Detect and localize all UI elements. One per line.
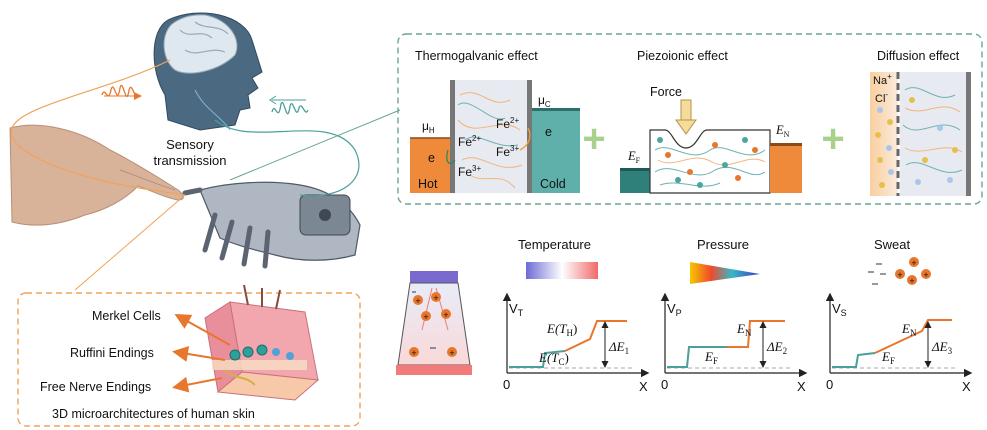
lower-potential-curve	[509, 350, 566, 368]
plus-sign-1: +	[582, 117, 605, 161]
plus-sign-2: +	[821, 117, 844, 161]
delta-energy-label: ΔE1	[608, 339, 629, 356]
human-hand	[9, 124, 184, 226]
skin-caption: 3D microarchitectures of human skin	[52, 407, 255, 421]
piezoionic-title: Piezoionic effect	[637, 49, 728, 63]
temperature-gradient-bar	[526, 262, 598, 279]
fe3-right-label: Fe3+	[496, 144, 519, 159]
mu-h-label: μH	[422, 119, 435, 135]
skin-arrows	[172, 314, 231, 393]
cl-label: Cl-	[875, 90, 888, 105]
redox-arrow-left	[446, 149, 456, 164]
upper-level-label: EN	[901, 321, 917, 338]
sensory-wave-teal	[269, 95, 309, 115]
svg-text:+: +	[443, 310, 448, 320]
fe2-left-label: Fe2+	[458, 134, 481, 149]
mu-c-label: μC	[538, 93, 551, 109]
origin-label: 0	[826, 377, 833, 392]
head-illustration	[153, 12, 263, 131]
en-label-piezo: EN	[775, 123, 790, 139]
thermogalvanic-title: Thermogalvanic effect	[415, 49, 538, 63]
sensory-wave-orange	[101, 84, 142, 100]
signal-path-teal	[214, 119, 360, 197]
svg-text:+: +	[411, 348, 416, 358]
svg-text:+: +	[897, 270, 902, 280]
redox-arrow-right	[519, 127, 531, 151]
x-axis-label: X	[962, 379, 971, 394]
x-axis-label: X	[639, 379, 648, 394]
upper-level-label: E(TH)	[546, 321, 577, 338]
sweat-label: Sweat	[874, 237, 911, 252]
connector-to-skin	[74, 194, 186, 291]
connector-to-mechanisms	[229, 109, 401, 181]
lower-level-label: E(TC)	[538, 350, 569, 367]
graph-1: VT 0 X ΔE1 E(TH) E(TC)	[502, 292, 650, 394]
hot-label: Hot	[418, 177, 438, 191]
svg-text:+: +	[423, 312, 428, 322]
origin-label: 0	[661, 377, 668, 392]
mechanisms-panel	[397, 33, 983, 205]
graph-3: VS 0 X ΔE3 EN EF	[825, 292, 973, 394]
piezoionic-cell	[620, 99, 802, 194]
y-axis-label: VS	[832, 301, 847, 318]
na-label: Na+	[873, 72, 892, 87]
svg-text:+: +	[909, 276, 914, 286]
fe2-right-label: Fe2+	[496, 116, 519, 131]
lower-level-label: EF	[881, 349, 895, 366]
signal-path-orange	[10, 59, 186, 196]
y-axis-label: VP	[667, 301, 682, 318]
x-axis-label: X	[797, 379, 806, 394]
pressure-gradient-wedge	[690, 262, 760, 284]
svg-text:+: +	[923, 270, 928, 280]
pressure-label: Pressure	[697, 237, 749, 252]
delta-energy-label: ΔE3	[931, 339, 953, 356]
cold-label: Cold	[540, 177, 566, 191]
skin-panel	[17, 292, 361, 427]
sensory-label-line2: transmission	[154, 153, 227, 168]
origin-label: 0	[503, 377, 510, 392]
diffusion-title: Diffusion effect	[877, 49, 960, 63]
lower-potential-curve	[667, 346, 727, 368]
force-label: Force	[650, 85, 682, 99]
electron-left: e	[428, 151, 435, 165]
delta-energy-label: ΔE2	[766, 339, 787, 356]
ruffini-endings-label: Ruffini Endings	[70, 346, 154, 360]
svg-text:+: +	[911, 258, 916, 268]
sweat-ions-icon: + + + +	[868, 257, 931, 286]
diffusion-cell	[870, 72, 971, 196]
lower-potential-curve	[832, 352, 876, 368]
temperature-label: Temperature	[518, 237, 591, 252]
svg-text:+: +	[449, 348, 454, 358]
free-nerve-endings-label: Free Nerve Endings	[40, 380, 151, 394]
y-axis-label: VT	[509, 301, 524, 318]
electron-right: e	[545, 125, 552, 139]
svg-text:+: +	[415, 296, 420, 306]
robot-hand	[182, 181, 361, 269]
thermogalvanic-cell	[410, 80, 580, 193]
upper-potential-curve	[727, 320, 785, 348]
upper-potential-curve	[564, 320, 627, 352]
upper-level-label: EN	[736, 321, 752, 338]
fe3-left-label: Fe3+	[458, 164, 481, 179]
lower-level-label: EF	[704, 349, 718, 366]
skin-block-illustration	[204, 284, 320, 401]
sensory-label-line1: Sensory	[166, 137, 214, 152]
graph-2: VP 0 X ΔE2 EN EF	[660, 292, 808, 394]
ef-label-piezo: EF	[627, 149, 641, 165]
merkel-cells-label: Merkel Cells	[92, 309, 161, 323]
svg-text:+: +	[433, 293, 438, 303]
ion-beaker: + + + + + +	[396, 271, 472, 375]
